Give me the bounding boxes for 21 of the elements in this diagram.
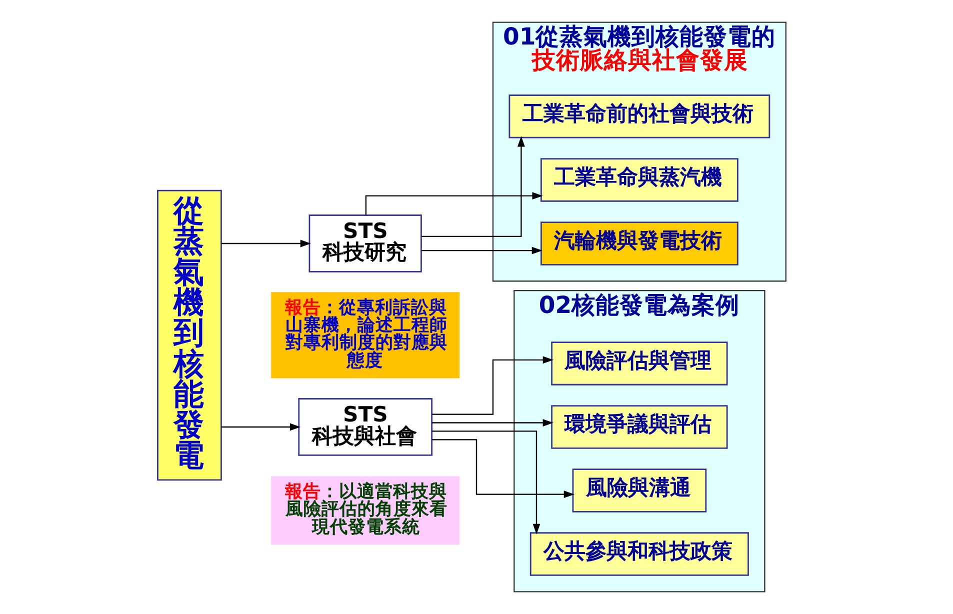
arrow (221, 240, 311, 248)
arrow (365, 192, 543, 216)
arrow (421, 246, 542, 254)
arrow (432, 430, 540, 534)
node-box: 公共參與和科技政策 (530, 532, 749, 576)
arrow (221, 423, 301, 431)
node-box: 報告：從專利訴訟與山寨機，論述工程師對專利制度的對應與態度 (271, 292, 460, 378)
node-box: 報告：以適當科技與風險評估的角度來看現代發電系統 (271, 476, 460, 545)
node-box: 工業革命與蒸汽機 (540, 158, 738, 202)
node-box: 汽輪機與發電技術 (540, 222, 738, 266)
node-box: 風險評估與管理 (551, 342, 728, 386)
node-box: 工業革命前的社會與技術 (508, 94, 770, 138)
node-box: 環境爭議與評估 (551, 405, 728, 449)
arrow (432, 356, 554, 415)
node-box: STS 科技與社會 (298, 398, 432, 456)
node-box: 從蒸氣機到核能發電 (157, 190, 222, 481)
node-box: 風險與溝通 (572, 468, 707, 512)
arrow (432, 419, 554, 426)
arrow (432, 439, 574, 498)
node-box: STS 科技研究 (308, 214, 422, 272)
arrow (422, 136, 525, 237)
